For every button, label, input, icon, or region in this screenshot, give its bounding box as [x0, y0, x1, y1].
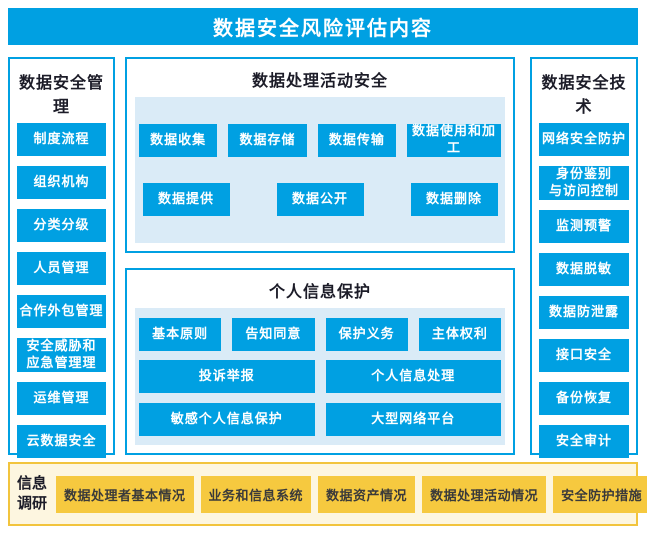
activity-security-box: 数据处理活动安全 数据收集 数据存储 数据传输 数据使用和加工 数据提供 数据公…	[125, 57, 515, 253]
activity-item: 数据提供	[142, 183, 230, 217]
right-panel-item: 监测预警	[539, 209, 629, 243]
right-panel-item: 网络安全防护	[539, 123, 629, 156]
activity-security-header: 数据处理活动安全	[251, 73, 388, 90]
activity-security-panel: 数据收集 数据存储 数据传输 数据使用和加工 数据提供 数据公开 数据删除	[135, 97, 505, 243]
personal-item: 投诉举报	[139, 360, 315, 393]
technology-panel-items: 网络安全防护 身份鉴别 与访问控制 监测预警 数据脱敏 数据防泄露 接口安全 备…	[539, 123, 629, 458]
left-panel-item: 分类分级	[17, 209, 106, 242]
survey-item: 安全防护措施	[553, 475, 647, 513]
personal-info-box: 个人信息保护 基本原则 告知同意 保护义务 主体权利 投诉举报 个人信息处理 敏…	[125, 268, 515, 455]
activity-item: 数据存储	[228, 123, 307, 157]
personal-row-1: 基本原则 告知同意 保护义务 主体权利	[139, 317, 501, 351]
personal-item: 告知同意	[232, 317, 315, 351]
left-panel-item: 组织机构	[17, 166, 106, 199]
info-survey-label: 信息 调研	[17, 474, 48, 512]
personal-item: 敏感个人信息保护	[139, 402, 315, 436]
survey-item: 数据处理者基本情况	[56, 475, 194, 513]
personal-item: 基本原则	[139, 317, 222, 351]
right-panel-item: 安全审计	[539, 424, 629, 458]
personal-row-2: 投诉举报 个人信息处理	[139, 360, 501, 393]
info-survey-bar: 信息 调研 数据处理者基本情况 业务和信息系统 数据资产情况 数据处理活动情况 …	[8, 462, 647, 526]
technology-panel-header: 数据安全技术	[541, 75, 627, 116]
survey-item: 业务和信息系统	[200, 475, 312, 513]
personal-info-panel: 基本原则 告知同意 保护义务 主体权利 投诉举报 个人信息处理 敏感个人信息保护…	[135, 308, 505, 445]
personal-item: 大型网络平台	[325, 402, 501, 436]
right-panel-item: 备份恢复	[539, 381, 629, 415]
activity-item: 数据传输	[317, 123, 396, 157]
personal-item: 保护义务	[325, 317, 408, 351]
personal-item: 个人信息处理	[325, 360, 501, 393]
activity-item: 数据使用和加工	[406, 123, 501, 157]
activity-row-2: 数据提供 数据公开 数据删除	[139, 183, 501, 217]
management-panel: 数据安全管理 制度流程 组织机构 分类分级 人员管理 合作外包管理 安全威胁和 …	[8, 57, 115, 458]
activity-item: 数据删除	[410, 183, 498, 217]
left-panel-item: 云数据安全	[17, 424, 106, 458]
technology-panel: 数据安全技术 网络安全防护 身份鉴别 与访问控制 监测预警 数据脱敏 数据防泄露…	[530, 57, 638, 458]
left-panel-item: 运维管理	[17, 381, 106, 415]
activity-item: 数据公开	[276, 183, 364, 217]
left-panel-item: 合作外包管理	[17, 295, 106, 328]
personal-row-3: 敏感个人信息保护 大型网络平台	[139, 402, 501, 436]
survey-item: 数据资产情况	[318, 475, 416, 513]
right-panel-item: 数据防泄露	[539, 295, 629, 329]
personal-item: 主体权利	[418, 317, 501, 351]
management-panel-header: 数据安全管理	[18, 75, 104, 116]
right-panel-item: 接口安全	[539, 338, 629, 372]
activity-item: 数据收集	[139, 123, 218, 157]
left-panel-item: 安全威胁和 应急管理理	[17, 338, 106, 372]
left-panel-item: 人员管理	[17, 252, 106, 285]
personal-info-header: 个人信息保护	[268, 284, 371, 301]
right-panel-item: 身份鉴别 与访问控制	[539, 166, 629, 200]
diagram-title: 数据安全风险评估内容	[213, 18, 433, 40]
left-panel-item: 制度流程	[17, 123, 106, 156]
diagram-title-banner: 数据安全风险评估内容	[8, 8, 638, 45]
activity-row-1: 数据收集 数据存储 数据传输 数据使用和加工	[139, 123, 501, 157]
survey-item: 数据处理活动情况	[422, 475, 547, 513]
right-panel-item: 数据脱敏	[539, 252, 629, 286]
management-panel-items: 制度流程 组织机构 分类分级 人员管理 合作外包管理 安全威胁和 应急管理理 运…	[17, 123, 106, 458]
